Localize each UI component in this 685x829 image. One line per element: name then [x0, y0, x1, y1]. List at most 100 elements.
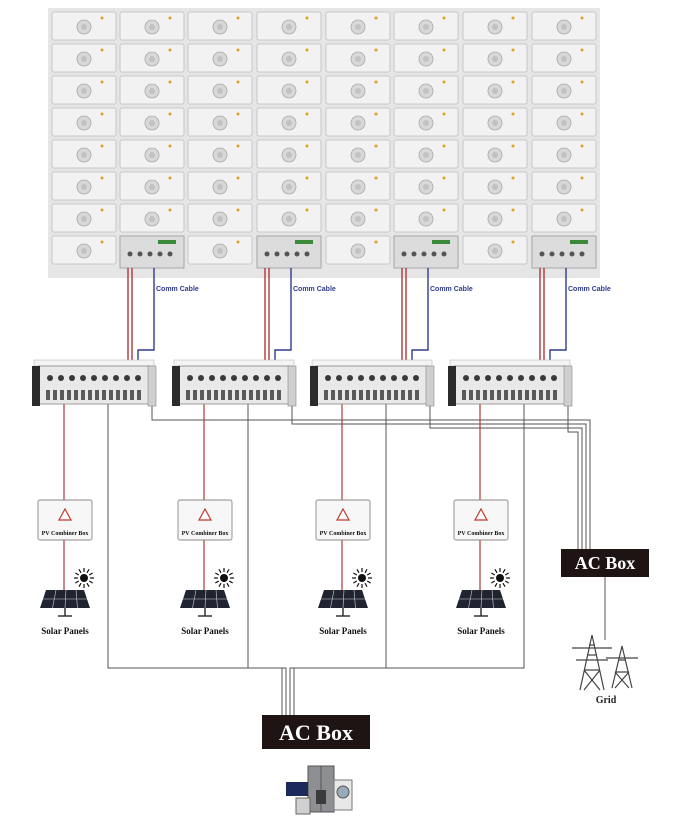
battery-module-icon: [187, 203, 253, 233]
ac-load-cable: [293, 404, 525, 715]
battery-module-icon: [51, 43, 117, 73]
pv-combiner-label: PV Combiner Box: [458, 531, 505, 537]
battery-module-icon: [462, 171, 528, 201]
solar-panels-label: Solar Panels: [319, 626, 367, 636]
solar-panel-sun-icon: Solar Panels: [180, 568, 234, 636]
battery-module-icon: [256, 139, 322, 169]
ac-box-load: AC Box: [262, 715, 370, 749]
bms-control-module: [393, 235, 459, 269]
combiner-row: PV Combiner Box PV Combiner Box PV Combine…: [37, 499, 509, 541]
battery-module-icon: [462, 107, 528, 137]
battery-module-icon: [187, 43, 253, 73]
battery-module-icon: [119, 107, 185, 137]
hybrid-inverter-icon: [310, 359, 435, 407]
battery-module-icon: [531, 43, 597, 73]
battery-module-icon: [393, 171, 459, 201]
battery-module-icon: [462, 139, 528, 169]
comm-cable-label: Comm Cable: [293, 286, 336, 293]
battery-module-icon: [325, 11, 391, 41]
battery-module-icon: [256, 171, 322, 201]
ac-box-grid: AC Box: [561, 549, 649, 577]
battery-module-icon: [51, 11, 117, 41]
combiner-box-warning-icon: PV Combiner Box: [177, 499, 233, 541]
battery-module-icon: [256, 75, 322, 105]
warning-icon: [473, 507, 489, 521]
battery-module-icon: [462, 43, 528, 73]
battery-module-icon: [393, 75, 459, 105]
battery-module-icon: [393, 107, 459, 137]
solar-panel-sun-icon: Solar Panels: [318, 568, 372, 636]
battery-module-icon: [531, 203, 597, 233]
battery-module-icon: [51, 75, 117, 105]
battery-module-icon: [51, 203, 117, 233]
sun-icon: [358, 574, 366, 582]
battery-module-icon: [119, 139, 185, 169]
battery-module-icon: [531, 75, 597, 105]
hybrid-inverter-icon: [32, 359, 157, 407]
warning-icon: [57, 507, 73, 521]
pv-combiner-label: PV Combiner Box: [42, 531, 89, 537]
battery-module-icon: [462, 75, 528, 105]
battery-module-icon: [51, 107, 117, 137]
battery-module-icon: [462, 11, 528, 41]
solar-panels-label: Solar Panels: [181, 626, 229, 636]
battery-module-icon: [119, 203, 185, 233]
battery-module-icon: [187, 171, 253, 201]
pv-combiner-label: PV Combiner Box: [182, 531, 229, 537]
ac-grid-cable: [567, 404, 579, 549]
ac-box-grid-label: AC Box: [575, 553, 636, 573]
comm-cable-label: Comm Cable: [156, 286, 199, 293]
hybrid-inverter-icon: [172, 359, 297, 407]
battery-module-icon: [462, 203, 528, 233]
battery-module-icon: [119, 43, 185, 73]
battery-module-icon: [256, 11, 322, 41]
battery-module-icon: [187, 75, 253, 105]
sun-icon: [496, 574, 504, 582]
battery-module-icon: [51, 139, 117, 169]
battery-module-icon: [393, 139, 459, 169]
battery-module-icon: [256, 107, 322, 137]
sun-icon: [220, 574, 228, 582]
battery-module-icon: [256, 203, 322, 233]
bms-control-module: [531, 235, 597, 269]
battery-module-icon: [325, 235, 391, 265]
battery-module-icon: [256, 43, 322, 73]
battery-module-icon: [531, 11, 597, 41]
solar-panel-sun-icon: Solar Panels: [40, 568, 94, 636]
battery-module-icon: [393, 11, 459, 41]
comm-cable: [411, 268, 429, 366]
ac-box-load-label: AC Box: [279, 720, 353, 745]
battery-module-icon: [119, 171, 185, 201]
ac-load-cable: [247, 404, 287, 715]
battery-module-icon: [119, 75, 185, 105]
combiner-box-warning-icon: PV Combiner Box: [453, 499, 509, 541]
hybrid-inverter-icon: [448, 359, 573, 407]
grid-label: Grid: [596, 695, 617, 706]
battery-module-icon: [51, 171, 117, 201]
transmission-tower-icon: [572, 634, 638, 691]
battery-module-icon: [462, 235, 528, 265]
comm-cable-label: Comm Cable: [568, 286, 611, 293]
battery-module-icon: [325, 75, 391, 105]
solar-panels-label: Solar Panels: [457, 626, 505, 636]
battery-module-icon: [187, 235, 253, 265]
battery-module-icon: [119, 11, 185, 41]
ac-grid-cable: [151, 404, 591, 549]
ac-grid-cable: [429, 404, 583, 549]
battery-module-icon: [531, 139, 597, 169]
battery-module-icon: [531, 107, 597, 137]
warning-icon: [197, 507, 213, 521]
comm-cable: [549, 268, 567, 366]
battery-module-icon: [187, 11, 253, 41]
solar-panel-sun-icon: Solar Panels: [456, 568, 510, 636]
warning-icon: [335, 507, 351, 521]
battery-module-icon: [187, 139, 253, 169]
pv-combiner-label: PV Combiner Box: [320, 531, 367, 537]
home-appliances-icon: [286, 765, 353, 815]
battery-module-icon: [187, 107, 253, 137]
bms-control-module: [256, 235, 322, 269]
battery-module-icon: [325, 43, 391, 73]
ac-load-cable: [107, 404, 283, 715]
